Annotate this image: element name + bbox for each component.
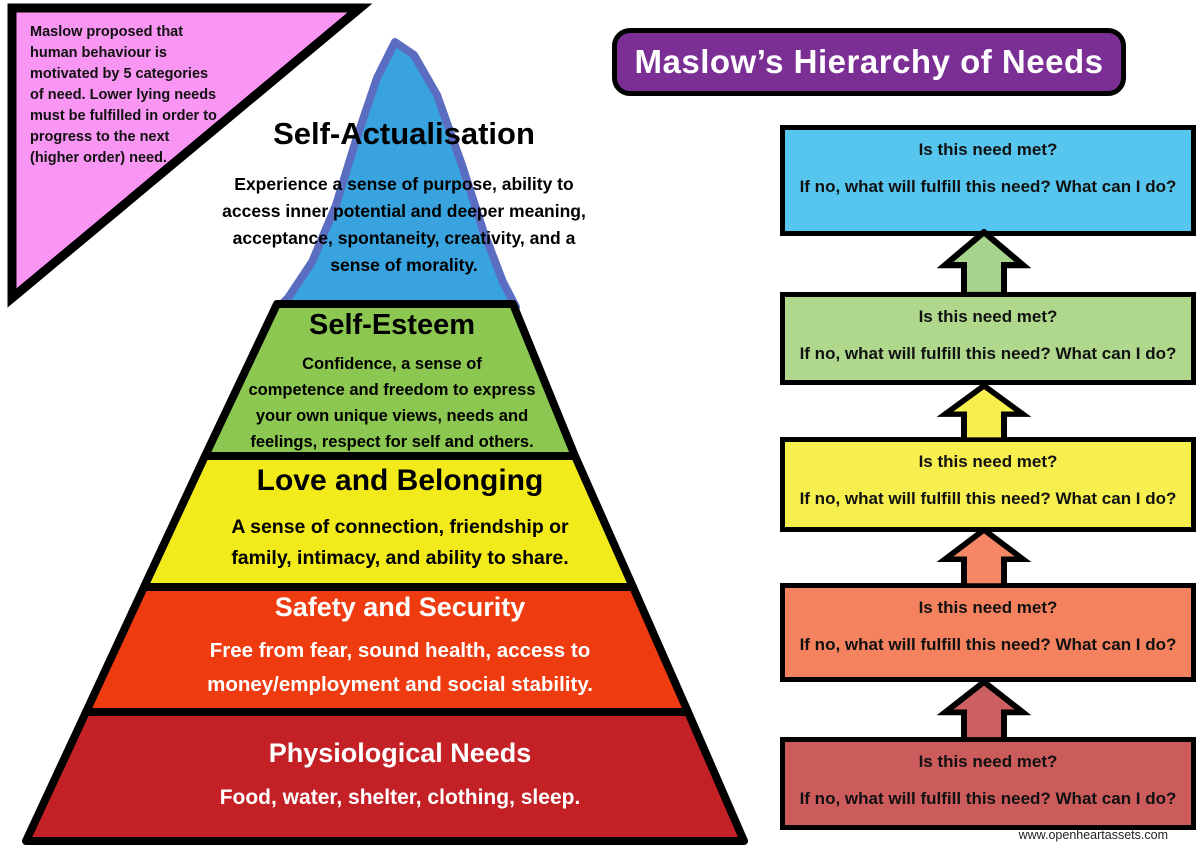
level-heading-self-actualisation: Self-Actualisation — [273, 116, 535, 151]
up-arrow-icon — [936, 229, 1032, 295]
pyramid — [22, 38, 748, 845]
website-credit: www.openheartassets.com — [1018, 828, 1168, 842]
desc-line: your own unique views, needs and — [255, 407, 529, 425]
intro-note-line: progress to the next — [30, 129, 170, 145]
level-desc-self-actualisation: Experience a sense of purpose, ability t… — [154, 171, 654, 279]
need-prompt: If no, what will fulfill this need? What… — [799, 635, 1177, 654]
intro-triangle-shape — [7, 3, 373, 308]
up-arrow-icon — [936, 679, 1032, 740]
intro-triangle — [7, 3, 373, 308]
need-box-safety-and-security: Is this need met? If no, what will fulfi… — [780, 583, 1196, 682]
need-box-love-and-belonging: Is this need met? If no, what will fulfi… — [780, 437, 1196, 532]
desc-line: feelings, respect for self and others. — [250, 433, 534, 451]
up-arrow-shape — [936, 383, 1032, 440]
level-desc-safety-and-security: Free from fear, sound health, access to … — [110, 634, 690, 702]
intro-note-line: of need. Lower lying needs — [30, 87, 217, 103]
up-arrow-icon — [936, 527, 1032, 586]
level-heading-physiological-needs: Physiological Needs — [268, 738, 532, 768]
intro-note: Maslow proposed that human behaviour is … — [30, 22, 340, 169]
need-question: Is this need met? — [918, 598, 1058, 617]
intro-note-line: motivated by 5 categories — [30, 66, 209, 82]
need-prompt: If no, what will fulfill this need? What… — [799, 489, 1177, 508]
level-desc-love-and-belonging: A sense of connection, friendship or fam… — [150, 512, 650, 574]
intro-note-line: Maslow proposed that — [30, 24, 184, 40]
need-question: Is this need met? — [918, 452, 1058, 471]
level-heading-love-and-belonging: Love and Belonging — [256, 464, 544, 497]
desc-line: Free from fear, sound health, access to — [209, 639, 591, 662]
need-question: Is this need met? — [918, 140, 1058, 159]
up-arrow-icon — [936, 383, 1032, 440]
up-arrow-shape — [936, 679, 1032, 740]
desc-line: competence and freedom to express — [248, 381, 536, 399]
pyramid-level-physiological-needs — [22, 708, 748, 845]
need-box-self-actualisation: Is this need met? If no, what will fulfi… — [780, 125, 1196, 236]
desc-line: Confidence, a sense of — [302, 355, 482, 373]
need-question: Is this need met? — [918, 752, 1058, 771]
page-title-text: Maslow’s Hierarchy of Needs — [634, 43, 1104, 80]
level-desc-physiological-needs: Food, water, shelter, clothing, sleep. — [110, 786, 690, 810]
intro-note-line: human behaviour is — [30, 45, 167, 61]
need-prompt: If no, what will fulfill this need? What… — [799, 344, 1177, 363]
need-prompt: If no, what will fulfill this need? What… — [799, 789, 1177, 808]
level-heading-safety-and-security: Safety and Security — [274, 592, 526, 622]
need-question: Is this need met? — [918, 307, 1058, 326]
desc-line: family, intimacy, and ability to share. — [231, 547, 569, 569]
level-desc-self-esteem: Confidence, a sense of competence and fr… — [142, 351, 642, 455]
desc-line: sense of morality. — [330, 255, 478, 275]
desc-line: acceptance, spontaneity, creativity, and… — [232, 228, 576, 248]
intro-note-line: must be fulfilled in order to — [30, 108, 217, 124]
need-box-self-esteem: Is this need met? If no, what will fulfi… — [780, 292, 1196, 385]
desc-line: A sense of connection, friendship or — [231, 516, 569, 538]
up-arrow-shape — [936, 527, 1032, 586]
desc-line: Experience a sense of purpose, ability t… — [234, 174, 574, 194]
need-box-physiological-needs: Is this need met? If no, what will fulfi… — [780, 737, 1196, 830]
need-prompt: If no, what will fulfill this need? What… — [799, 177, 1177, 196]
desc-line: money/employment and social stability. — [207, 673, 593, 696]
up-arrow-shape — [936, 229, 1032, 295]
intro-note-line: (higher order) need. — [30, 150, 167, 166]
level-heading-self-esteem: Self-Esteem — [308, 309, 475, 341]
page-title: Maslow’s Hierarchy of Needs — [612, 28, 1126, 96]
desc-line: access inner potential and deeper meanin… — [222, 201, 586, 221]
desc-line: Food, water, shelter, clothing, sleep. — [219, 786, 581, 809]
